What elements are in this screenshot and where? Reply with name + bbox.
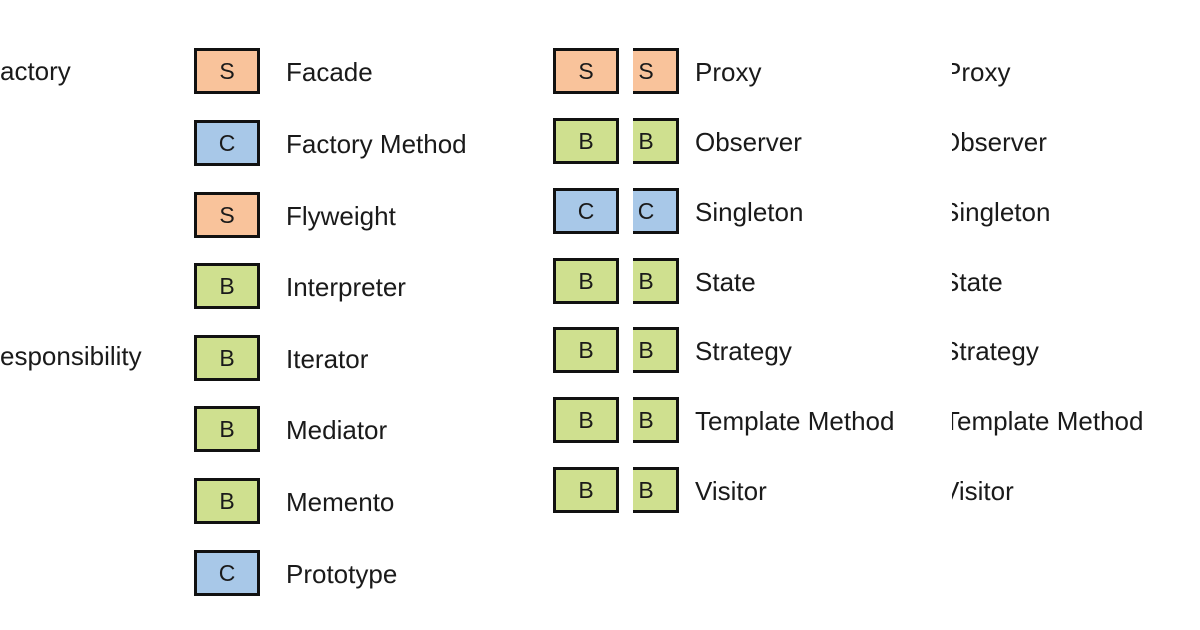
right-label-state: State [952,267,1003,297]
pattern-name-flyweight: Flyweight [286,201,396,231]
pattern-name-facade: Facade [286,57,373,87]
left-label-factory: actory [0,56,71,86]
pattern-name-state: State [695,267,756,297]
type-badge-behavioral: B [194,263,260,309]
type-badge-behavioral: B [633,118,679,164]
type-badge-structural: S [194,48,260,94]
pattern-name-factory-method: Factory Method [286,129,467,159]
right-label-observer: Observer [952,127,1047,157]
pattern-name-strategy: Strategy [695,336,792,366]
right-label-singleton: Singleton [952,197,1051,227]
type-badge-behavioral: B [553,397,619,443]
pattern-name-memento: Memento [286,487,395,517]
type-badge-behavioral: B [553,327,619,373]
type-badge-creational: C [633,188,679,234]
right-label-template-method: Template Method [952,406,1144,436]
type-badge-behavioral: B [633,258,679,304]
type-badge-behavioral: B [194,478,260,524]
pattern-name-visitor: Visitor [695,476,767,506]
right-label-proxy: Proxy [952,57,1011,87]
pattern-name-prototype: Prototype [286,559,398,589]
type-badge-behavioral: B [553,118,619,164]
type-badge-behavioral: B [194,335,260,381]
type-badge-structural: S [194,192,260,238]
type-badge-structural: S [633,48,679,94]
type-badge-creational: C [194,120,260,166]
pattern-name-template-method: Template Method [695,406,895,436]
type-badge-behavioral: B [553,467,619,513]
type-badge-creational: C [553,188,619,234]
pattern-name-mediator: Mediator [286,415,388,445]
type-badge-behavioral: B [194,406,260,452]
pattern-name-proxy: Proxy [695,57,762,87]
type-badge-behavioral: B [633,467,679,513]
pattern-name-observer: Observer [695,127,802,157]
pattern-name-interpreter: Interpreter [286,272,406,302]
type-badge-structural: S [553,48,619,94]
left-label-responsibility: esponsibility [0,341,142,371]
type-badge-behavioral: B [633,327,679,373]
left-cut-column: actory esponsibility [0,0,170,630]
pattern-name-singleton: Singleton [695,197,804,227]
type-badge-creational: C [194,550,260,596]
right-label-visitor: Visitor [952,476,1014,506]
type-badge-behavioral: B [633,397,679,443]
right-cut-column: Proxy Observer Singleton State Strategy … [952,0,1200,630]
type-badge-behavioral: B [553,258,619,304]
pattern-column-b-copy: S Proxy B Observer C Singleton B State B… [633,0,1200,630]
pattern-name-iterator: Iterator [286,344,369,374]
right-label-strategy: Strategy [952,336,1039,366]
